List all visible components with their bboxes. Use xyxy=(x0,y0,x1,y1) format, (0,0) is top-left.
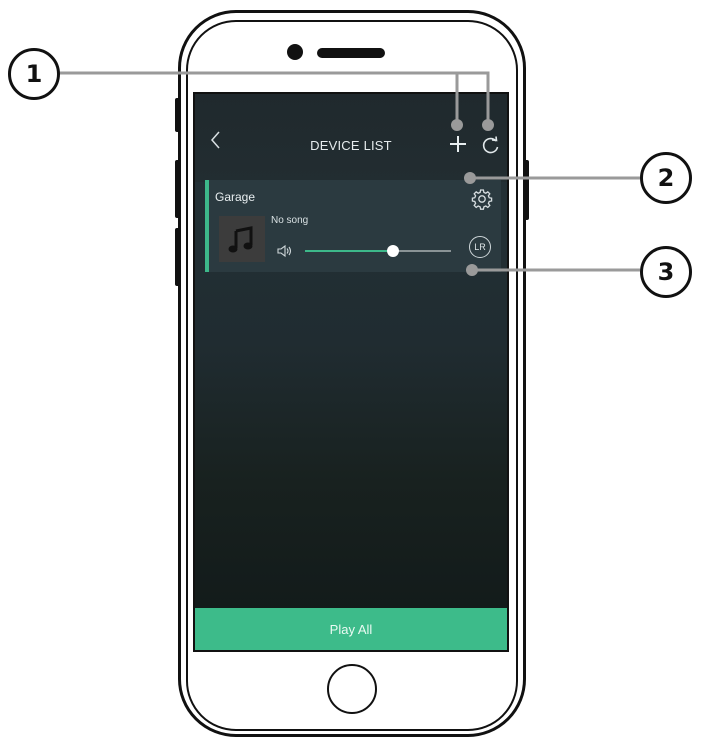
device-name: Garage xyxy=(215,190,255,204)
volume-slider-thumb[interactable] xyxy=(387,245,399,257)
play-all-button[interactable]: Play All xyxy=(195,608,507,650)
earpiece-speaker xyxy=(317,48,385,58)
side-button-mute xyxy=(175,98,181,132)
refresh-icon[interactable] xyxy=(481,135,501,155)
home-button xyxy=(327,664,377,714)
callout-1: 1 xyxy=(8,48,60,100)
callout-2: 2 xyxy=(640,152,692,204)
front-camera xyxy=(287,44,303,60)
lr-channel-button[interactable]: LR xyxy=(469,236,491,258)
song-title: No song xyxy=(271,215,308,226)
app-screen: DEVICE LIST Garage No song xyxy=(193,92,509,652)
volume-fill xyxy=(305,250,393,252)
volume-slider[interactable] xyxy=(305,250,451,252)
callout-3: 3 xyxy=(640,246,692,298)
side-button-volume-down xyxy=(175,228,181,286)
album-art xyxy=(219,216,265,262)
add-icon[interactable] xyxy=(448,134,468,154)
volume-icon xyxy=(277,244,293,258)
side-button-volume-up xyxy=(175,160,181,218)
music-note-icon xyxy=(219,216,265,262)
side-button-power xyxy=(523,160,529,220)
settings-icon[interactable] xyxy=(471,188,493,210)
device-card[interactable]: Garage No song LR xyxy=(205,180,501,272)
